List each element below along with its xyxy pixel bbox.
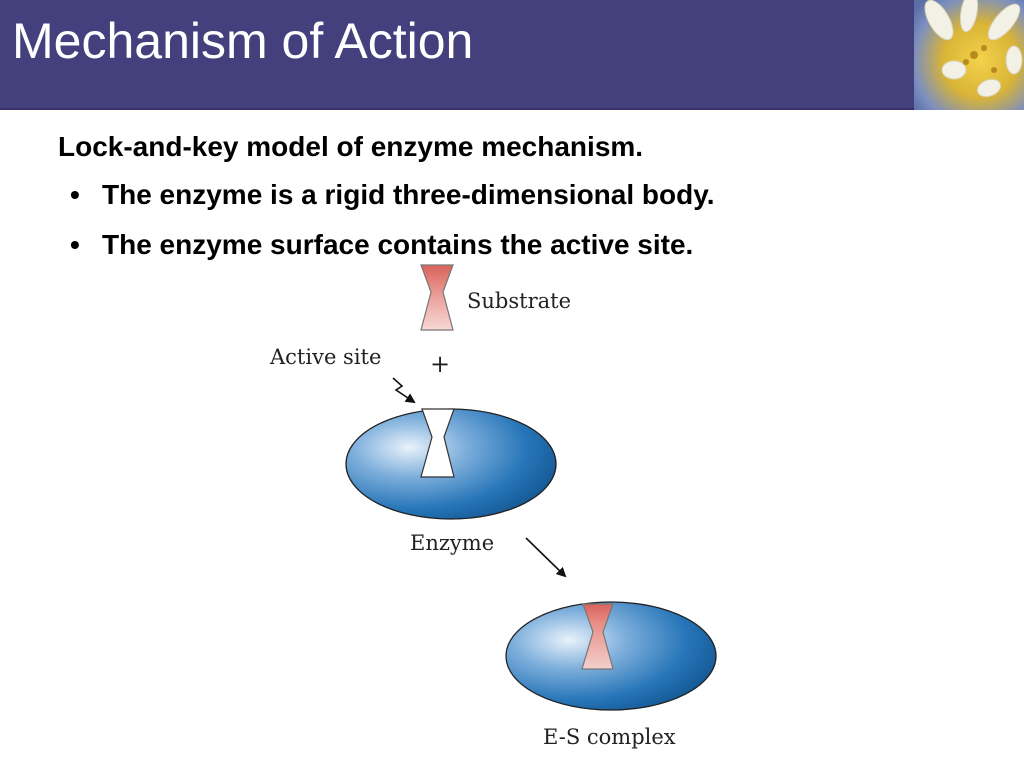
active-site-pointer-arrow	[392, 377, 416, 404]
plus-sign: +	[430, 350, 450, 378]
lead-text: Lock-and-key model of enzyme mechanism.	[58, 131, 644, 162]
bullet-dot: •	[70, 229, 80, 260]
slide-content: Lock-and-key model of enzyme mechanism. …	[58, 128, 978, 276]
bullet-list: • The enzyme is a rigid three-dimensiona…	[58, 176, 978, 264]
substrate-shape	[420, 264, 454, 331]
reaction-arrow	[525, 537, 567, 578]
title-bar: Mechanism of Action	[0, 0, 914, 110]
active-site-label: Active site	[269, 345, 381, 369]
bullet-item: • The enzyme is a rigid three-dimensiona…	[58, 176, 978, 214]
slide-title: Mechanism of Action	[12, 13, 474, 69]
flower-photo-image	[914, 0, 1024, 110]
enzyme-shape	[345, 408, 557, 520]
es-complex-label: E-S complex	[543, 725, 676, 749]
bullet-item: • The enzyme surface contains the active…	[58, 226, 978, 264]
es-complex-shape	[505, 601, 717, 711]
substrate-label: Substrate	[467, 289, 571, 313]
bullet-dot: •	[70, 179, 80, 210]
flower-photo	[914, 0, 1024, 110]
bullet-text: The enzyme is a rigid three-dimensional …	[102, 179, 715, 210]
bullet-text: The enzyme surface contains the active s…	[102, 229, 694, 260]
title-divider	[0, 108, 1024, 110]
enzyme-label: Enzyme	[410, 531, 494, 555]
